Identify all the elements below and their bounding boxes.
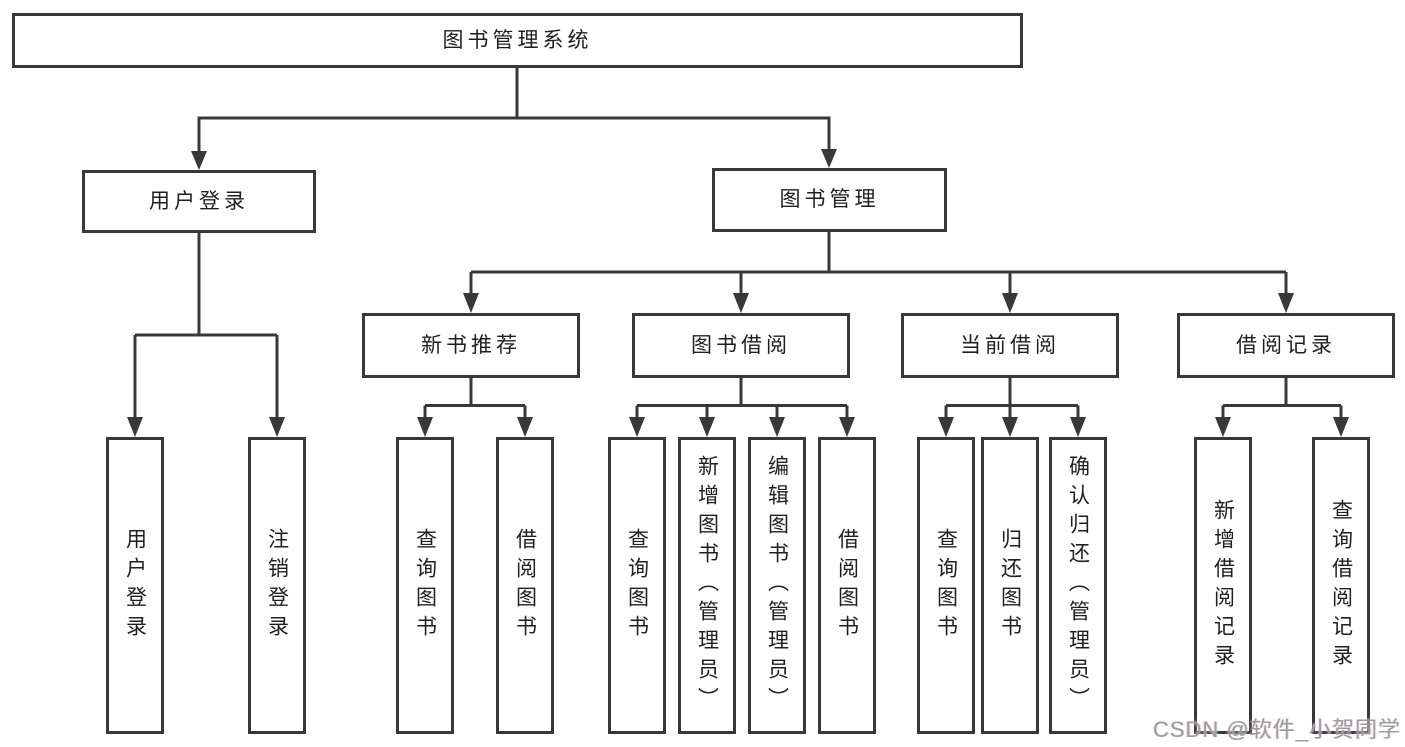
node-leaf-edit-book-admin: 编辑图书（管理员）	[748, 437, 806, 734]
connector-borrowing-records-to-leaves	[1215, 378, 1349, 437]
node-leaf-add-book-admin: 新增图书（管理员）	[678, 437, 736, 734]
node-leaf-query-books-current: 查询图书	[917, 437, 975, 734]
connector-current-borrowing-to-leaves	[938, 378, 1086, 437]
node-leaf-borrow-books-borrowing: 借阅图书	[818, 437, 876, 734]
node-label: 查询图书	[934, 527, 958, 644]
node-label: 借阅记录	[1236, 333, 1336, 357]
connector-new-book-recommend-to-leaves	[417, 378, 533, 437]
node-new-book-recommend: 新书推荐	[362, 313, 580, 378]
node-label: 新增借阅记录	[1211, 498, 1235, 673]
node-label: 图书借阅	[691, 333, 791, 357]
node-label: 新书推荐	[421, 333, 521, 357]
connector-user-login-to-leaves	[127, 233, 285, 437]
node-label: 查询图书	[413, 527, 437, 644]
node-leaf-return-books: 归还图书	[981, 437, 1039, 734]
node-leaf-user-login-action: 用户登录	[106, 437, 164, 734]
connector-book-borrowing-to-leaves	[629, 378, 855, 437]
node-library-management-system: 图书管理系统	[12, 13, 1023, 68]
node-leaf-query-books-recommend: 查询图书	[396, 437, 454, 734]
node-book-management: 图书管理	[712, 168, 947, 232]
node-current-borrowing: 当前借阅	[901, 313, 1119, 378]
node-leaf-add-borrow-record: 新增借阅记录	[1194, 437, 1252, 734]
node-label: 图书管理	[779, 188, 880, 212]
node-label: 新增图书（管理员）	[695, 455, 719, 716]
node-label: 查询图书	[625, 527, 649, 644]
node-label: 确认归还（管理员）	[1066, 455, 1090, 716]
watermark-csdn: CSDN @软件_小贺同学	[1152, 717, 1401, 742]
node-label: 借阅图书	[513, 527, 537, 644]
node-label: 图书管理系统	[442, 28, 593, 52]
node-label: 注销登录	[265, 527, 289, 644]
connector-root-to-level2	[191, 68, 837, 170]
connector-book-management-to-level3	[463, 232, 1294, 313]
node-label: 用户登录	[149, 189, 249, 213]
node-leaf-borrow-books-recommend: 借阅图书	[496, 437, 554, 734]
node-label: 当前借阅	[960, 333, 1060, 357]
node-leaf-logout: 注销登录	[248, 437, 306, 734]
node-label: 编辑图书（管理员）	[765, 455, 789, 716]
node-label: 查询借阅记录	[1329, 498, 1353, 673]
node-borrowing-records: 借阅记录	[1177, 313, 1395, 378]
node-label: 归还图书	[998, 527, 1022, 644]
node-book-borrowing: 图书借阅	[632, 313, 850, 378]
node-label: 用户登录	[123, 527, 147, 644]
node-leaf-confirm-return-admin: 确认归还（管理员）	[1049, 437, 1107, 734]
node-leaf-query-books-borrowing: 查询图书	[608, 437, 666, 734]
node-leaf-query-borrow-record: 查询借阅记录	[1312, 437, 1370, 734]
node-label: 借阅图书	[835, 527, 859, 644]
node-user-login: 用户登录	[82, 170, 316, 233]
